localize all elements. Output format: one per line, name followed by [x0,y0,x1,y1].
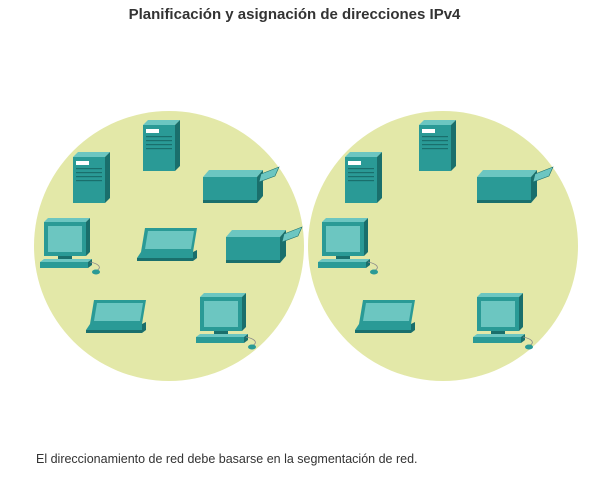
server-icon [345,152,382,203]
laptop-icon [86,300,146,333]
diagram-caption: El direccionamiento de red debe basarse … [36,452,418,466]
server-icon [143,120,180,171]
diagram-title: Planificación y asignación de direccione… [128,6,461,23]
laptop-icon [355,300,415,333]
network-segment-left [34,111,304,381]
network-segment-right [308,111,578,381]
server-icon [73,152,110,203]
laptop-icon [137,228,197,261]
server-icon [419,120,456,171]
